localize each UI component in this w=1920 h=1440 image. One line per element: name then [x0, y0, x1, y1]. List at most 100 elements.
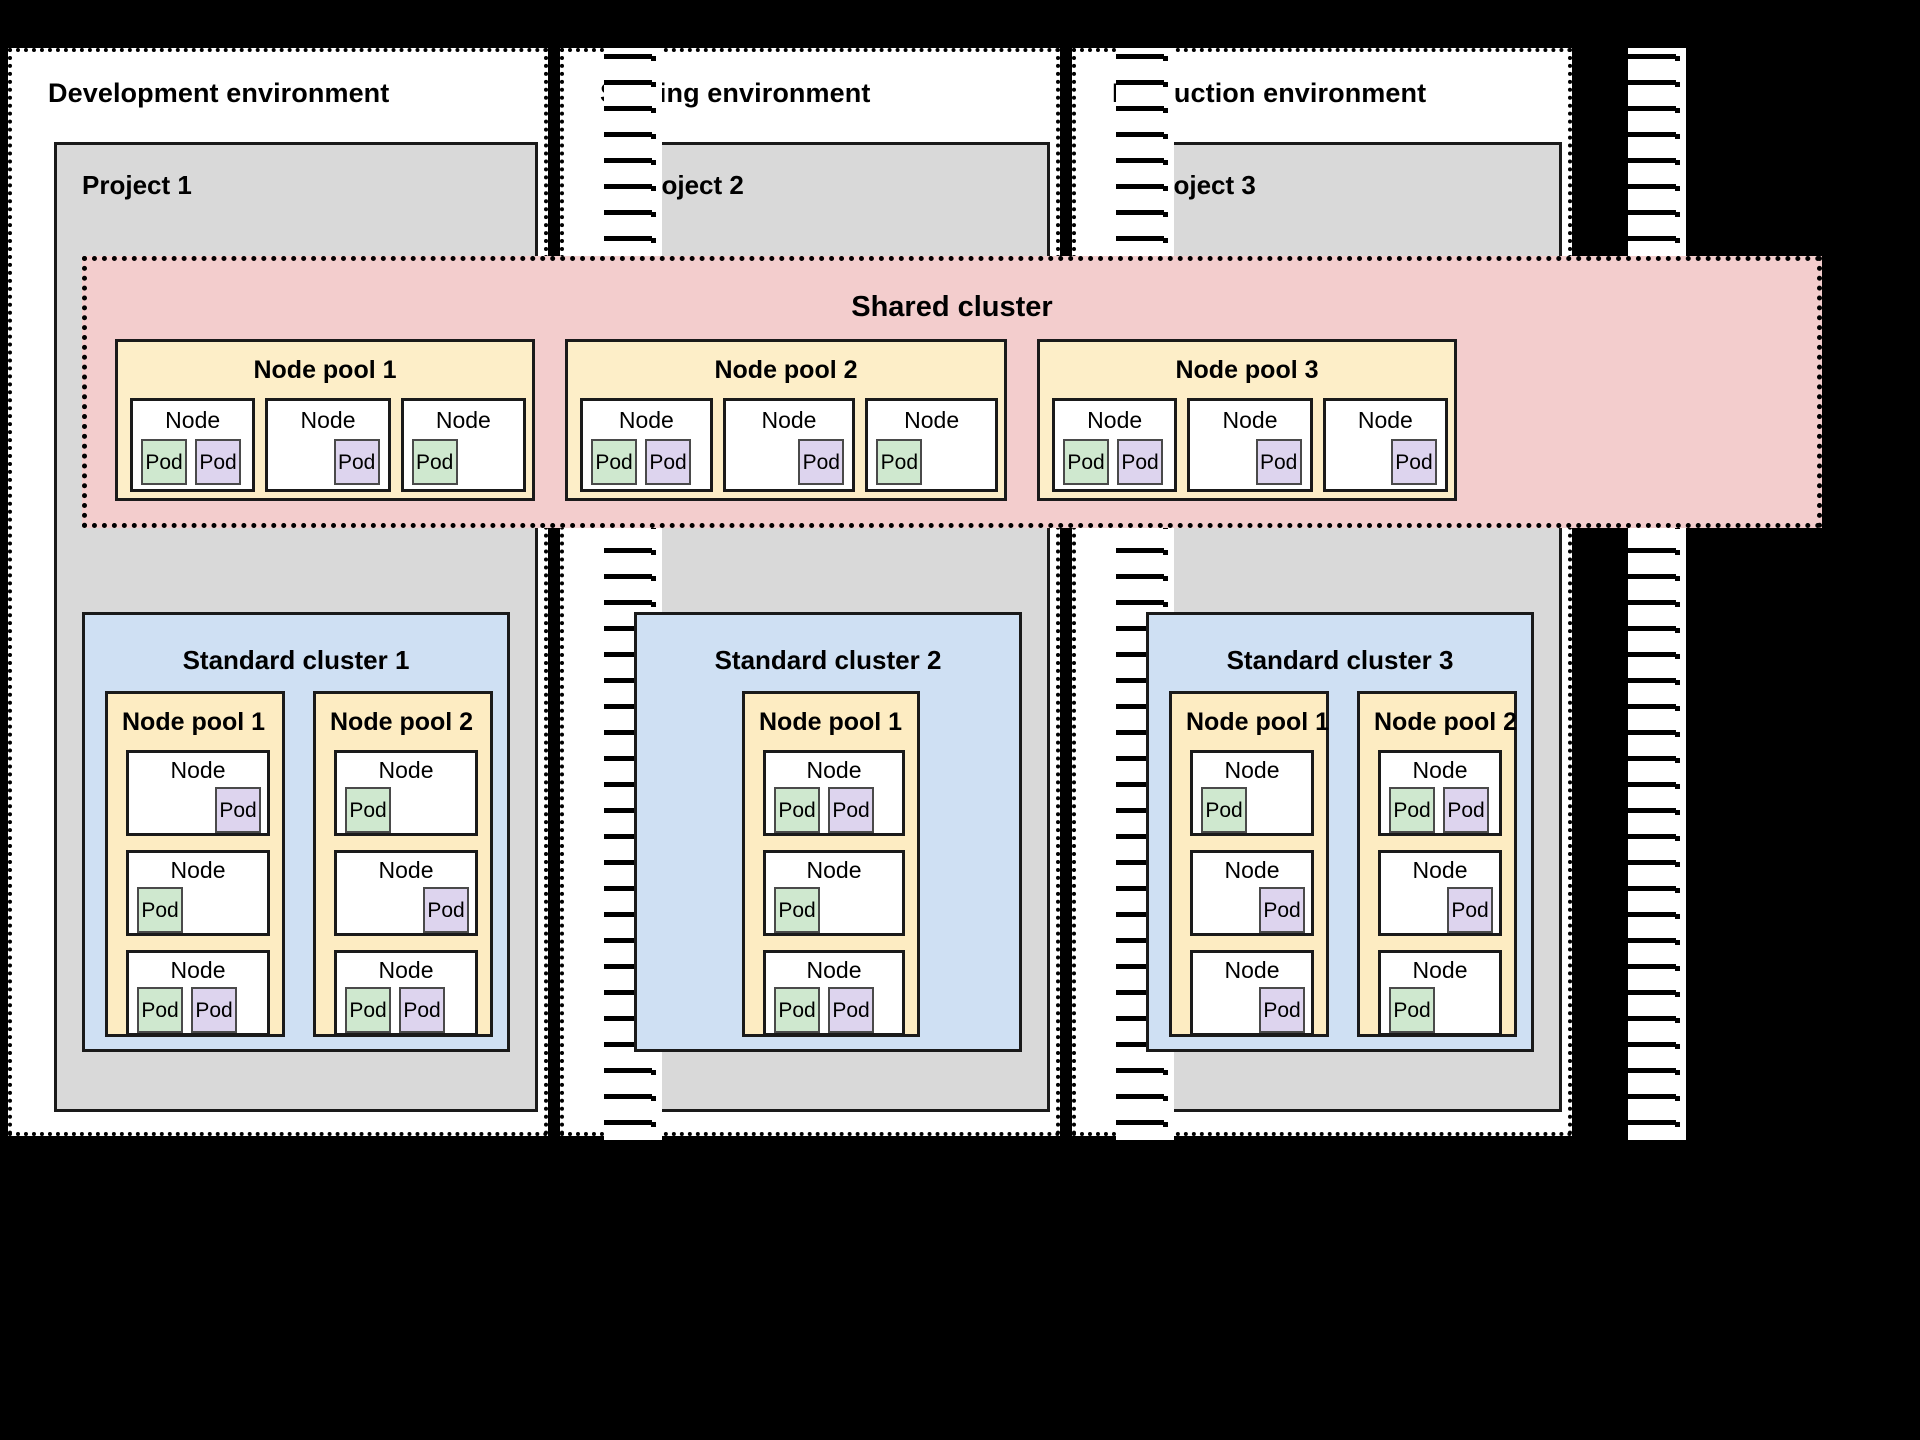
torn-tick [1628, 1068, 1680, 1075]
torn-tick [1116, 158, 1168, 165]
pod-green: Pod [345, 787, 391, 833]
torn-tick [1628, 990, 1680, 997]
torn-tick [1628, 548, 1680, 555]
pod-purple: Pod [828, 787, 874, 833]
pod-purple: Pod [195, 439, 241, 485]
pod-group: Pod [876, 439, 987, 485]
pod-group: Pod [137, 787, 261, 833]
torn-tick [1116, 1094, 1168, 1101]
pod-green: Pod [774, 987, 820, 1033]
pod-group: Pod [734, 439, 845, 485]
node-label: Node [806, 757, 862, 783]
pod-green: Pod [1389, 987, 1435, 1033]
pod-green: Pod [141, 439, 187, 485]
node-label: Node [378, 957, 434, 983]
pod-purple: Pod [1259, 987, 1305, 1033]
torn-tick [1628, 652, 1680, 659]
pod-purple: Pod [333, 439, 380, 485]
torn-tick [1628, 886, 1680, 893]
pod-purple: Pod [423, 887, 469, 933]
pod-group: Pod [1198, 439, 1302, 485]
pod-purple: Pod [798, 439, 845, 485]
pod-group: Pod [276, 439, 380, 485]
pod-group: Pod [345, 887, 469, 933]
node-label: Node [1224, 857, 1280, 883]
standard-cluster-title-3: Standard cluster 3 [1226, 645, 1454, 675]
pod-green: Pod [774, 787, 820, 833]
torn-tick [1628, 210, 1680, 217]
pod-purple: Pod [645, 439, 691, 485]
torn-tick [1628, 1016, 1680, 1023]
torn-tick [1628, 834, 1680, 841]
torn-tick [1628, 678, 1680, 685]
node-label: Node [170, 857, 226, 883]
pod-green: Pod [876, 439, 923, 485]
torn-tick [1116, 1068, 1168, 1075]
torn-tick [1116, 54, 1168, 61]
torn-tick [604, 548, 656, 555]
shared-cluster-title: Shared cluster [851, 291, 1053, 323]
node-pool-title: Node pool 1 [1186, 708, 1330, 736]
node-pool-title: Node pool 2 [714, 356, 858, 384]
torn-tick [1116, 132, 1168, 139]
torn-tick [1628, 1120, 1680, 1127]
pod-group: Pod [1389, 887, 1493, 933]
torn-tick [604, 132, 656, 139]
pod-green: Pod [1389, 787, 1435, 833]
node-label: Node [1412, 857, 1468, 883]
node-pool-title: Node pool 1 [122, 708, 266, 736]
torn-tick [604, 236, 656, 243]
torn-tick [1116, 600, 1168, 607]
pod-green: Pod [1201, 787, 1247, 833]
torn-tick [604, 1094, 656, 1101]
standard-cluster-title-2: Standard cluster 2 [714, 645, 942, 675]
node-pool-title: Node pool 2 [1374, 708, 1518, 736]
pod-group: Pod [1334, 439, 1437, 485]
pod-green: Pod [1063, 439, 1109, 485]
torn-tick [1628, 54, 1680, 61]
pod-purple: Pod [1443, 787, 1489, 833]
torn-tick [1628, 80, 1680, 87]
node-label: Node [378, 757, 434, 783]
torn-tick [1628, 704, 1680, 711]
pod-green: Pod [591, 439, 637, 485]
torn-tick [1116, 80, 1168, 87]
torn-tick [604, 210, 656, 217]
pod-group: Pod [1201, 987, 1305, 1033]
torn-tick [1628, 912, 1680, 919]
torn-tick [1628, 574, 1680, 581]
torn-tick [604, 1120, 656, 1127]
torn-tick [604, 600, 656, 607]
torn-tick [1628, 132, 1680, 139]
torn-tick [604, 106, 656, 113]
torn-tick [1628, 730, 1680, 737]
